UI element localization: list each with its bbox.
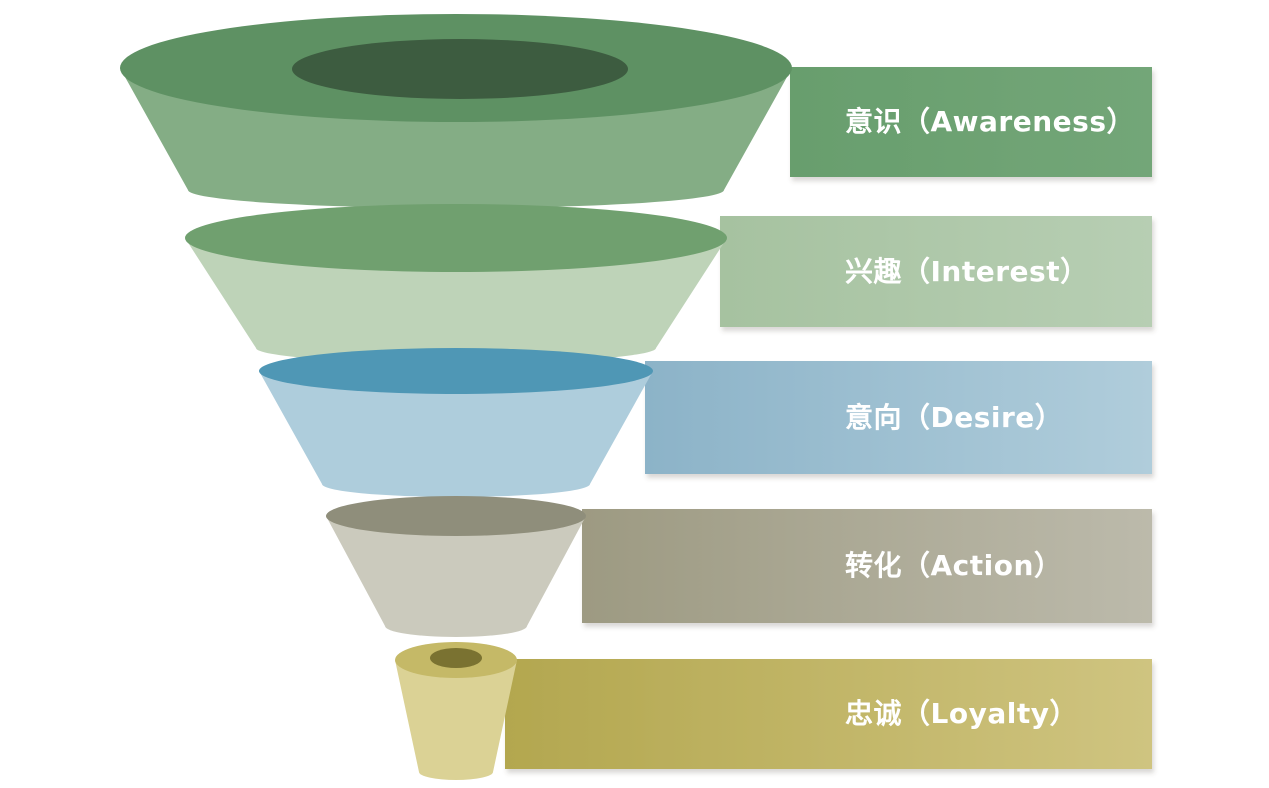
stage-label-action: 转化（Action） [845, 549, 1062, 582]
stage-bar-action [582, 509, 1152, 623]
stage-bars [505, 67, 1152, 769]
funnel-body-interest [185, 238, 727, 363]
funnel-body-desire [259, 371, 653, 497]
funnel-body-action [326, 516, 586, 637]
stage-bar-interest [720, 216, 1152, 327]
funnel-shape [120, 14, 792, 780]
funnel-rim-interest [185, 204, 727, 272]
stage-bar-desire [645, 361, 1152, 474]
stage-bar-loyalty [505, 659, 1152, 769]
stage-label-desire: 意向（Desire） [845, 401, 1063, 434]
stage-bar-awareness [790, 67, 1152, 177]
funnel-mouth-hole [292, 39, 628, 99]
funnel-rim-action [326, 496, 586, 536]
stage-label-interest: 兴趣（Interest） [845, 255, 1089, 288]
funnel-spout-hole [430, 648, 482, 668]
stage-labels: 意识（Awareness） 兴趣（Interest） 意向（Desire） 转化… [845, 105, 1135, 730]
stage-label-awareness: 意识（Awareness） [845, 105, 1135, 138]
funnel-spout-body-loyalty [395, 660, 517, 780]
stage-label-loyalty: 忠诚（Loyalty） [845, 697, 1078, 730]
funnel-rim-desire [259, 348, 653, 394]
